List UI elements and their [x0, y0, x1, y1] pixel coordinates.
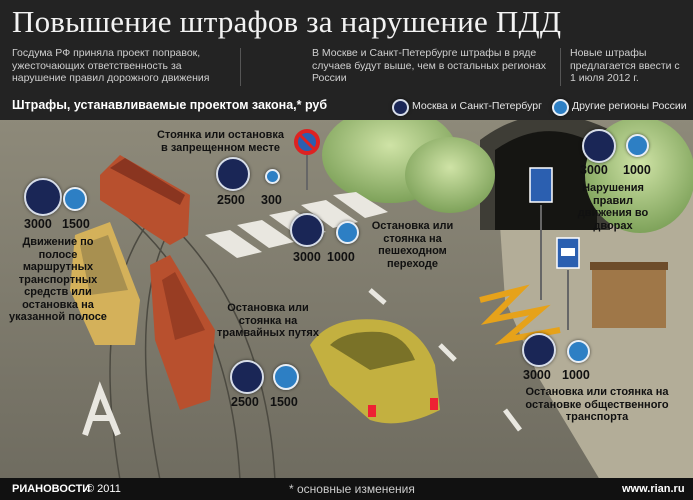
fine-label-yards: Нарушения правил движения во дворах: [577, 182, 649, 232]
fine-label-forbidden-place: Стоянка или остановка в запрещенном мест…: [156, 129, 284, 154]
footnote: * основные изменения: [289, 482, 415, 496]
divider: [560, 48, 561, 86]
divider: [240, 48, 241, 86]
fine-circle-moscow: [230, 360, 264, 394]
copyright: © 2011: [86, 483, 121, 495]
fine-value-moscow: 3000: [293, 250, 321, 264]
fine-value-other: 1000: [562, 368, 590, 382]
header-subtitle-left: Госдума РФ приняла проект поправок, ужес…: [12, 47, 210, 84]
fine-circle-moscow: [216, 157, 250, 191]
fine-value-moscow: 3000: [24, 217, 52, 231]
header-background: [0, 0, 693, 120]
header-subtitle-mid: В Москве и Санкт-Петербурге штрафы в ряд…: [312, 47, 547, 84]
fine-value-other: 300: [261, 193, 282, 207]
tram-middle: [150, 255, 215, 410]
fine-label-tram-tracks: Остановка или стоянка на трамвайных путя…: [217, 302, 319, 339]
fine-value-moscow: 2500: [217, 193, 245, 207]
fine-circle-other: [63, 187, 87, 211]
fine-circle-other: [336, 221, 359, 244]
fine-circle-other: [567, 340, 590, 363]
car: [310, 319, 440, 424]
legend-dot-other-regions: [552, 99, 569, 116]
fine-label-crosswalk: Остановка или стоянка на пешеходном пере…: [371, 220, 454, 270]
bus: [70, 222, 140, 345]
footer: [0, 478, 693, 500]
fine-value-other: 1500: [62, 217, 90, 231]
fine-circle-other: [265, 169, 280, 184]
fine-circle-moscow: [290, 213, 324, 247]
fine-circle-moscow: [582, 129, 616, 163]
ria-novosti-logo: РИАНОВОСТИ: [12, 483, 91, 495]
legend-dot-moscow-spb: [392, 99, 409, 116]
fine-circle-moscow: [24, 178, 62, 216]
fine-value-moscow: 3000: [523, 368, 551, 382]
page-title: Повышение штрафов за нарушение ПДД: [12, 4, 562, 39]
fine-value-other: 1500: [270, 395, 298, 409]
site-link[interactable]: www.rian.ru: [622, 483, 685, 495]
fine-value-moscow: 2500: [231, 395, 259, 409]
fine-circle-other: [626, 134, 649, 157]
legend-label-moscow-spb: Москва и Санкт-Петербург: [412, 100, 542, 112]
legend-label-other-regions: Другие регионы России: [572, 100, 687, 112]
fine-circle-moscow: [522, 333, 556, 367]
legend-title: Штрафы, устанавливаемые проектом закона,…: [12, 98, 328, 112]
fine-value-moscow: 3000: [580, 163, 608, 177]
fine-value-other: 1000: [327, 250, 355, 264]
fine-value-other: 1000: [623, 163, 651, 177]
tram-top: [100, 155, 190, 245]
fine-label-bus-lane: Движение по полосе маршрутных транспортн…: [9, 236, 107, 323]
fine-label-bus-stop: Остановка или стоянка на остановке общес…: [525, 386, 669, 423]
fine-circle-other: [273, 364, 299, 390]
header-subtitle-right: Новые штрафы предлагается ввести с 1 июл…: [570, 47, 680, 84]
